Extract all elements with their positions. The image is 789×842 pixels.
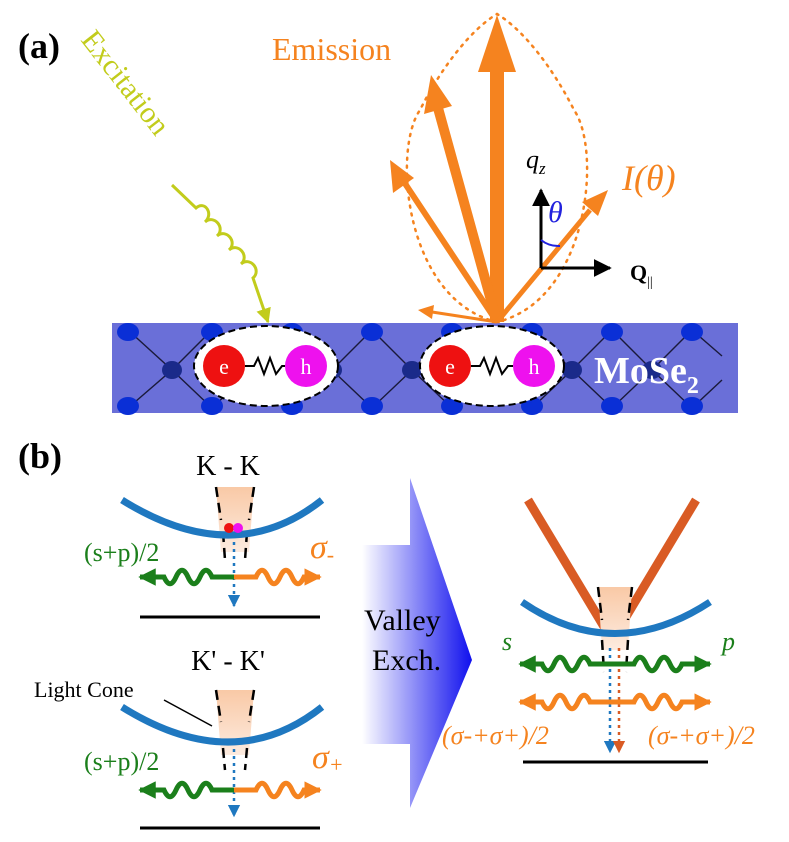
light-cone-edge-left bbox=[214, 486, 223, 521]
emission-arrowhead-mid bbox=[424, 75, 452, 114]
photon-wave-sigma-left bbox=[518, 692, 612, 712]
theta-label: θ bbox=[548, 196, 563, 229]
valley-label: Valley bbox=[364, 604, 441, 637]
exchange-diagram: s p (σ-+σ+)/2 (σ-+σ+)/2 bbox=[442, 497, 755, 764]
big-arrow-shape bbox=[362, 478, 472, 808]
kpkp-diagram: K' - K' (s+p)/2 σ+ Light Cone bbox=[34, 646, 344, 830]
photon-wave-s bbox=[518, 654, 612, 674]
intensity-label: I(θ) bbox=[621, 158, 676, 198]
valley-exchange-arrow: Valley Exch. bbox=[362, 478, 472, 808]
photon-wave-p bbox=[612, 654, 712, 674]
exciton-band bbox=[120, 704, 325, 746]
emission-arrowhead-flat bbox=[418, 305, 434, 319]
hole-circle bbox=[513, 345, 555, 387]
exciton-right: e h bbox=[419, 325, 565, 407]
photon-wave-right bbox=[234, 780, 322, 800]
electron-dot bbox=[224, 523, 234, 533]
exciton-band bbox=[520, 599, 712, 637]
light-cone-edge-right bbox=[626, 586, 634, 621]
momentum-axes: qz θ Q|| bbox=[526, 145, 653, 290]
photon-wave-left bbox=[138, 567, 234, 587]
emission-arrow-right bbox=[495, 208, 592, 324]
light-cone-edge-right bbox=[247, 486, 256, 521]
emission-arrowhead-right bbox=[582, 190, 608, 216]
photon-wave-right bbox=[234, 567, 322, 587]
hole-circle bbox=[285, 345, 327, 387]
exciton-left: e h bbox=[193, 325, 339, 407]
sp-half-label-top: (s+p)/2 bbox=[84, 538, 159, 567]
electron-circle bbox=[429, 345, 471, 387]
sigma-minus-label: σ- bbox=[310, 529, 334, 567]
emission-envelope bbox=[405, 12, 589, 324]
panel-b-label: (b) bbox=[18, 436, 62, 476]
s-label: s bbox=[502, 627, 512, 656]
exciton-band bbox=[120, 497, 325, 539]
q-parallel-label: Q|| bbox=[630, 260, 653, 290]
coulomb-spring bbox=[245, 355, 285, 377]
sigma-mix-left-label: (σ-+σ+)/2 bbox=[442, 721, 549, 750]
light-cone-edge-left bbox=[596, 586, 604, 621]
emission-arrow-flat bbox=[431, 310, 498, 324]
theta-arc bbox=[540, 239, 561, 248]
emission-arrowhead-left bbox=[390, 160, 414, 193]
emission-arrows bbox=[390, 15, 608, 324]
emission-arrow-left bbox=[401, 180, 500, 324]
hole-dot bbox=[233, 523, 243, 533]
emission-arrowhead-vertical bbox=[478, 15, 516, 72]
panel-a-label: (a) bbox=[18, 26, 60, 66]
electron-label: e bbox=[219, 354, 229, 379]
light-cone-edge-right-lower bbox=[624, 639, 630, 673]
sigma-plus-label: σ+ bbox=[312, 739, 344, 777]
exchange-branch-left bbox=[524, 497, 616, 643]
sp-half-label-bottom: (s+p)/2 bbox=[84, 747, 159, 776]
hole-label: h bbox=[301, 354, 312, 379]
light-cone-edge-left-lower bbox=[600, 639, 606, 673]
light-cone-edge-right-lower bbox=[243, 747, 249, 771]
light-cone-edge-right bbox=[247, 689, 256, 723]
electron-circle bbox=[203, 345, 245, 387]
emission-arrow-mid bbox=[433, 106, 502, 324]
material-label: MoSe2 bbox=[594, 350, 699, 399]
light-cone-edge-left-lower bbox=[221, 747, 227, 771]
coulomb-spring bbox=[471, 355, 513, 377]
sigma-mix-right-label: (σ-+σ+)/2 bbox=[648, 721, 755, 750]
photon-wave-left bbox=[138, 780, 234, 800]
excitation-wave-arrow bbox=[170, 183, 271, 324]
emission-label: Emission bbox=[272, 31, 391, 67]
qz-label: qz bbox=[526, 145, 546, 178]
excitation-label: Excitation bbox=[74, 24, 176, 141]
kk-title: K - K bbox=[196, 451, 260, 482]
light-cone-edge-left bbox=[214, 689, 223, 723]
light-cone-label: Light Cone bbox=[34, 677, 134, 702]
electron-label: e bbox=[445, 354, 455, 379]
kpkp-title: K' - K' bbox=[191, 646, 265, 677]
kk-diagram: K - K (s+p)/2 σ- bbox=[84, 451, 334, 619]
photon-wave-sigma-right bbox=[612, 692, 712, 712]
light-cone-pointer bbox=[163, 699, 213, 727]
exchange-label: Exch. bbox=[372, 644, 441, 677]
p-label: p bbox=[720, 627, 735, 656]
hole-label: h bbox=[529, 354, 540, 379]
